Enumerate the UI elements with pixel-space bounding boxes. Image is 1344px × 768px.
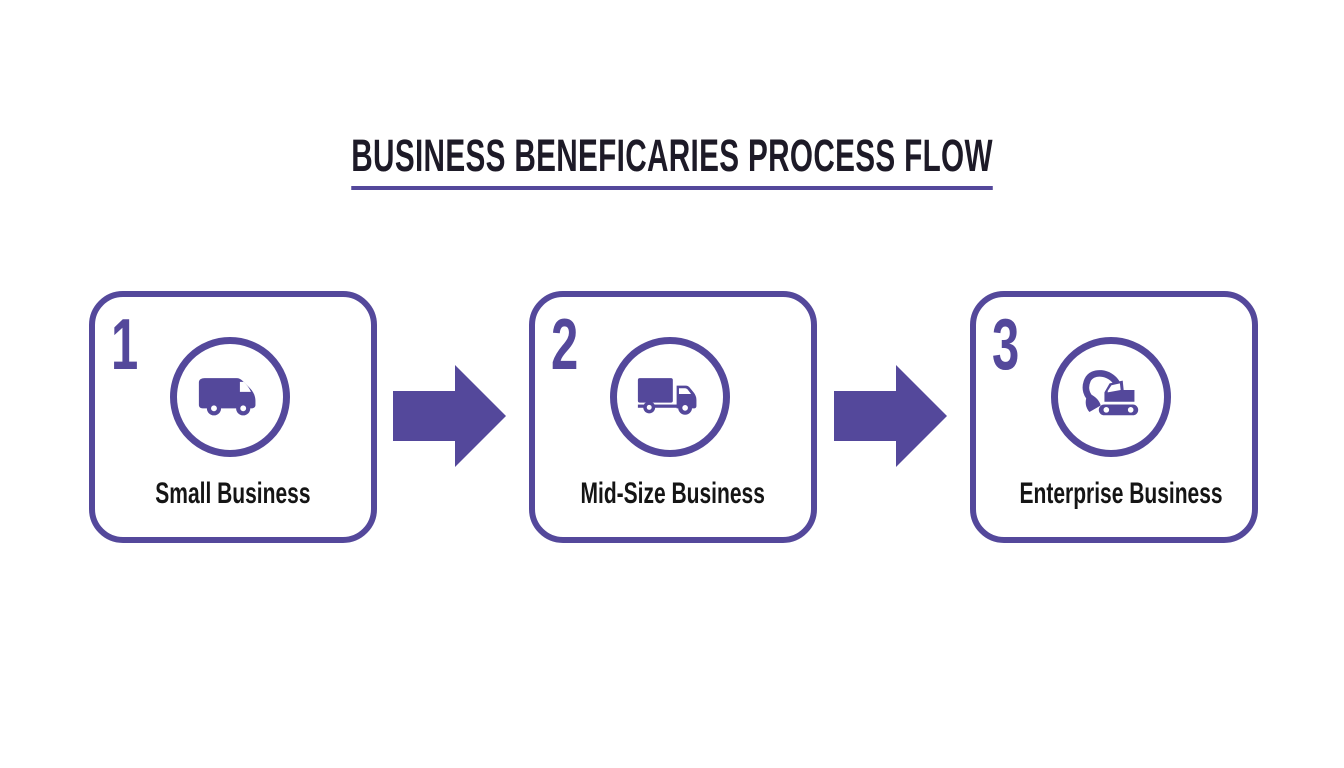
- right-arrow-icon: [393, 365, 506, 467]
- right-arrow-icon: [834, 365, 947, 467]
- step-number: 3: [992, 305, 1020, 385]
- excavator-icon: [1073, 367, 1149, 427]
- step-label-row: Enterprise Business: [976, 479, 1252, 509]
- step-card-mid-size-business: 2 Mid-Size Business: [529, 291, 817, 543]
- step-number: 2: [551, 305, 579, 385]
- step-card-enterprise-business: 3 Enterprise Business: [970, 291, 1258, 543]
- icon-circle: [610, 337, 730, 457]
- box-truck-icon: [636, 373, 704, 421]
- step-label-row: Mid-Size Business: [535, 479, 811, 509]
- delivery-van-icon: [197, 373, 263, 421]
- icon-circle: [1051, 337, 1171, 457]
- step-card-small-business: 1 Small Business: [89, 291, 377, 543]
- icon-circle: [170, 337, 290, 457]
- title-row: BUSINESS BENEFICARIES PROCESS FLOW: [0, 133, 1344, 190]
- page-title: BUSINESS BENEFICARIES PROCESS FLOW: [351, 133, 993, 190]
- step-label: Mid-Size Business: [580, 477, 766, 510]
- step-label-row: Small Business: [95, 479, 371, 509]
- step-number: 1: [111, 305, 139, 385]
- step-label: Small Business: [155, 477, 311, 510]
- step-label: Enterprise Business: [1019, 477, 1223, 510]
